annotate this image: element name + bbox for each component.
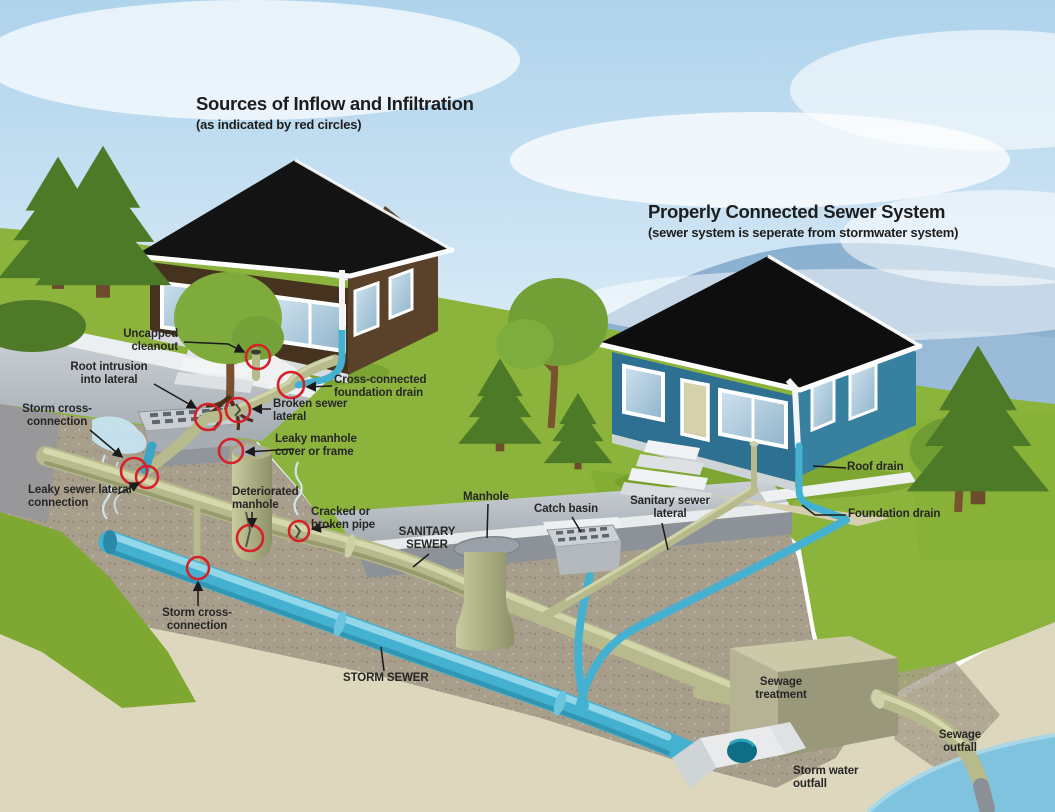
title-right-heading: Properly Connected Sewer System bbox=[648, 201, 946, 222]
roof-rake bbox=[767, 254, 921, 348]
label-storm-sewer: STORM SEWER bbox=[343, 672, 429, 684]
pipe-joint bbox=[344, 534, 356, 558]
label-cross-connected-foundation-drain: Cross-connected foundation drain bbox=[334, 374, 427, 399]
label-storm-cross-connection-top: Storm cross-connection bbox=[22, 403, 92, 428]
sanitary-main-pipe bbox=[490, 588, 748, 704]
title-right: Properly Connected Sewer System (sewer s… bbox=[648, 201, 958, 240]
round-tree bbox=[496, 278, 608, 429]
line-leaky-manhole bbox=[244, 446, 294, 457]
label-root-intrusion: Root intrusion into lateral bbox=[70, 361, 148, 386]
pipe-joint bbox=[333, 611, 347, 637]
cloud bbox=[0, 0, 520, 120]
label-manhole: Manhole bbox=[463, 491, 509, 503]
label-leaky-manhole-cover: Leaky manhole cover or frame bbox=[275, 433, 357, 458]
line-cracked-pipe bbox=[310, 522, 332, 533]
line-leaky-lateral bbox=[117, 482, 141, 495]
foundation-drain-left bbox=[294, 324, 346, 389]
leak-drip bbox=[293, 461, 303, 516]
foundation-drain-right bbox=[795, 442, 850, 523]
callout-lines bbox=[89, 341, 847, 672]
line-manhole bbox=[486, 503, 489, 539]
circle-root-intrusion bbox=[193, 402, 223, 432]
front-steps bbox=[620, 440, 712, 505]
sand bbox=[0, 596, 1055, 812]
label-storm-cross-connection-bottom: Storm cross-connection bbox=[162, 607, 232, 632]
label-leaky-sewer-lateral-connection: Leaky sewer lateral connection bbox=[28, 484, 132, 509]
break-mark bbox=[234, 403, 242, 417]
sewage-treatment-plant bbox=[693, 636, 898, 758]
label-sanitary-sewer-lateral: Sanitary sewer lateral bbox=[630, 495, 710, 520]
roof-fascia bbox=[131, 247, 455, 279]
label-sanitary-sewer: SANITARY SEWER bbox=[398, 526, 456, 551]
storm-main-pipe bbox=[98, 530, 712, 769]
house-right bbox=[595, 254, 923, 505]
pipe-joint bbox=[553, 690, 567, 716]
label-sewage-treatment: Sewage treatment bbox=[755, 676, 807, 701]
title-right-subheading: (sewer system is seperate from stormwate… bbox=[648, 225, 959, 240]
circle-broken-lateral bbox=[224, 396, 252, 424]
pipe-end bbox=[103, 530, 117, 554]
receiving-water bbox=[868, 735, 1055, 812]
label-broken-sewer-lateral: Broken sewer lateral bbox=[273, 398, 348, 423]
title-left: Sources of Inflow and Infiltration (as i… bbox=[196, 93, 474, 132]
retaining-wall bbox=[0, 404, 60, 522]
roof-rake bbox=[294, 158, 453, 252]
line-sanitary-sewer bbox=[412, 553, 430, 568]
label-cracked-or-broken-pipe: Cracked or broken pipe bbox=[311, 506, 376, 531]
circle-cross-connected-foundation-drain bbox=[276, 370, 306, 400]
label-foundation-drain: Foundation drain bbox=[848, 508, 941, 520]
line-catch-basin bbox=[571, 516, 582, 533]
outfall-opening bbox=[727, 739, 757, 763]
roof bbox=[134, 160, 452, 274]
sewage-outfall-pipe bbox=[870, 689, 995, 812]
window bbox=[622, 363, 665, 423]
line-cross-connected bbox=[305, 381, 333, 392]
circle-cracked-pipe bbox=[287, 519, 311, 543]
downspout-right bbox=[785, 378, 801, 449]
line-uncapped-cleanout bbox=[183, 341, 246, 353]
mist bbox=[840, 190, 1055, 286]
line-storm-sewer bbox=[380, 646, 385, 672]
sewer-lateral-left bbox=[140, 354, 341, 476]
line-root-intrusion bbox=[153, 383, 198, 409]
label-sewage-outfall: Sewage outfall bbox=[938, 729, 982, 754]
stormwater-puddle bbox=[92, 416, 147, 454]
catch-basin-structure bbox=[543, 517, 622, 575]
window bbox=[353, 280, 380, 338]
label-deteriorated-manhole: Deteriorated manhole bbox=[232, 486, 299, 511]
storm-lateral-right bbox=[576, 516, 850, 708]
line-foundation-drain bbox=[801, 504, 846, 516]
circle-leaky-manhole-cover bbox=[217, 437, 245, 465]
vegetation bbox=[0, 145, 1050, 513]
roof-fascia bbox=[595, 341, 923, 393]
label-catch-basin: Catch basin bbox=[534, 503, 599, 515]
line-storm-cross-top bbox=[89, 429, 124, 458]
circle-leaky-lateral-connection bbox=[134, 464, 160, 490]
roof bbox=[598, 256, 920, 390]
title-left-subheading: (as indicated by red circles) bbox=[196, 117, 362, 132]
window bbox=[388, 267, 414, 321]
grass-lower-left bbox=[0, 512, 196, 708]
storm-outfall-headwall bbox=[672, 722, 806, 788]
manhole-structure bbox=[456, 552, 514, 651]
label-storm-water-outfall: Storm water outfall bbox=[793, 765, 859, 790]
crack-mark bbox=[294, 524, 302, 539]
label-roof-drain: Roof drain bbox=[847, 461, 904, 473]
door bbox=[680, 377, 710, 443]
circle-uncapped-cleanout bbox=[244, 343, 272, 371]
title-left-heading: Sources of Inflow and Infiltration bbox=[196, 93, 474, 114]
line-sanitary-lateral bbox=[661, 522, 669, 551]
label-uncapped-cleanout: Uncapped cleanout bbox=[123, 328, 178, 353]
cloud bbox=[790, 30, 1055, 150]
line-roof-drain bbox=[812, 465, 847, 469]
bush bbox=[0, 300, 86, 352]
circle-storm-cross-connection-bottom bbox=[185, 555, 211, 581]
